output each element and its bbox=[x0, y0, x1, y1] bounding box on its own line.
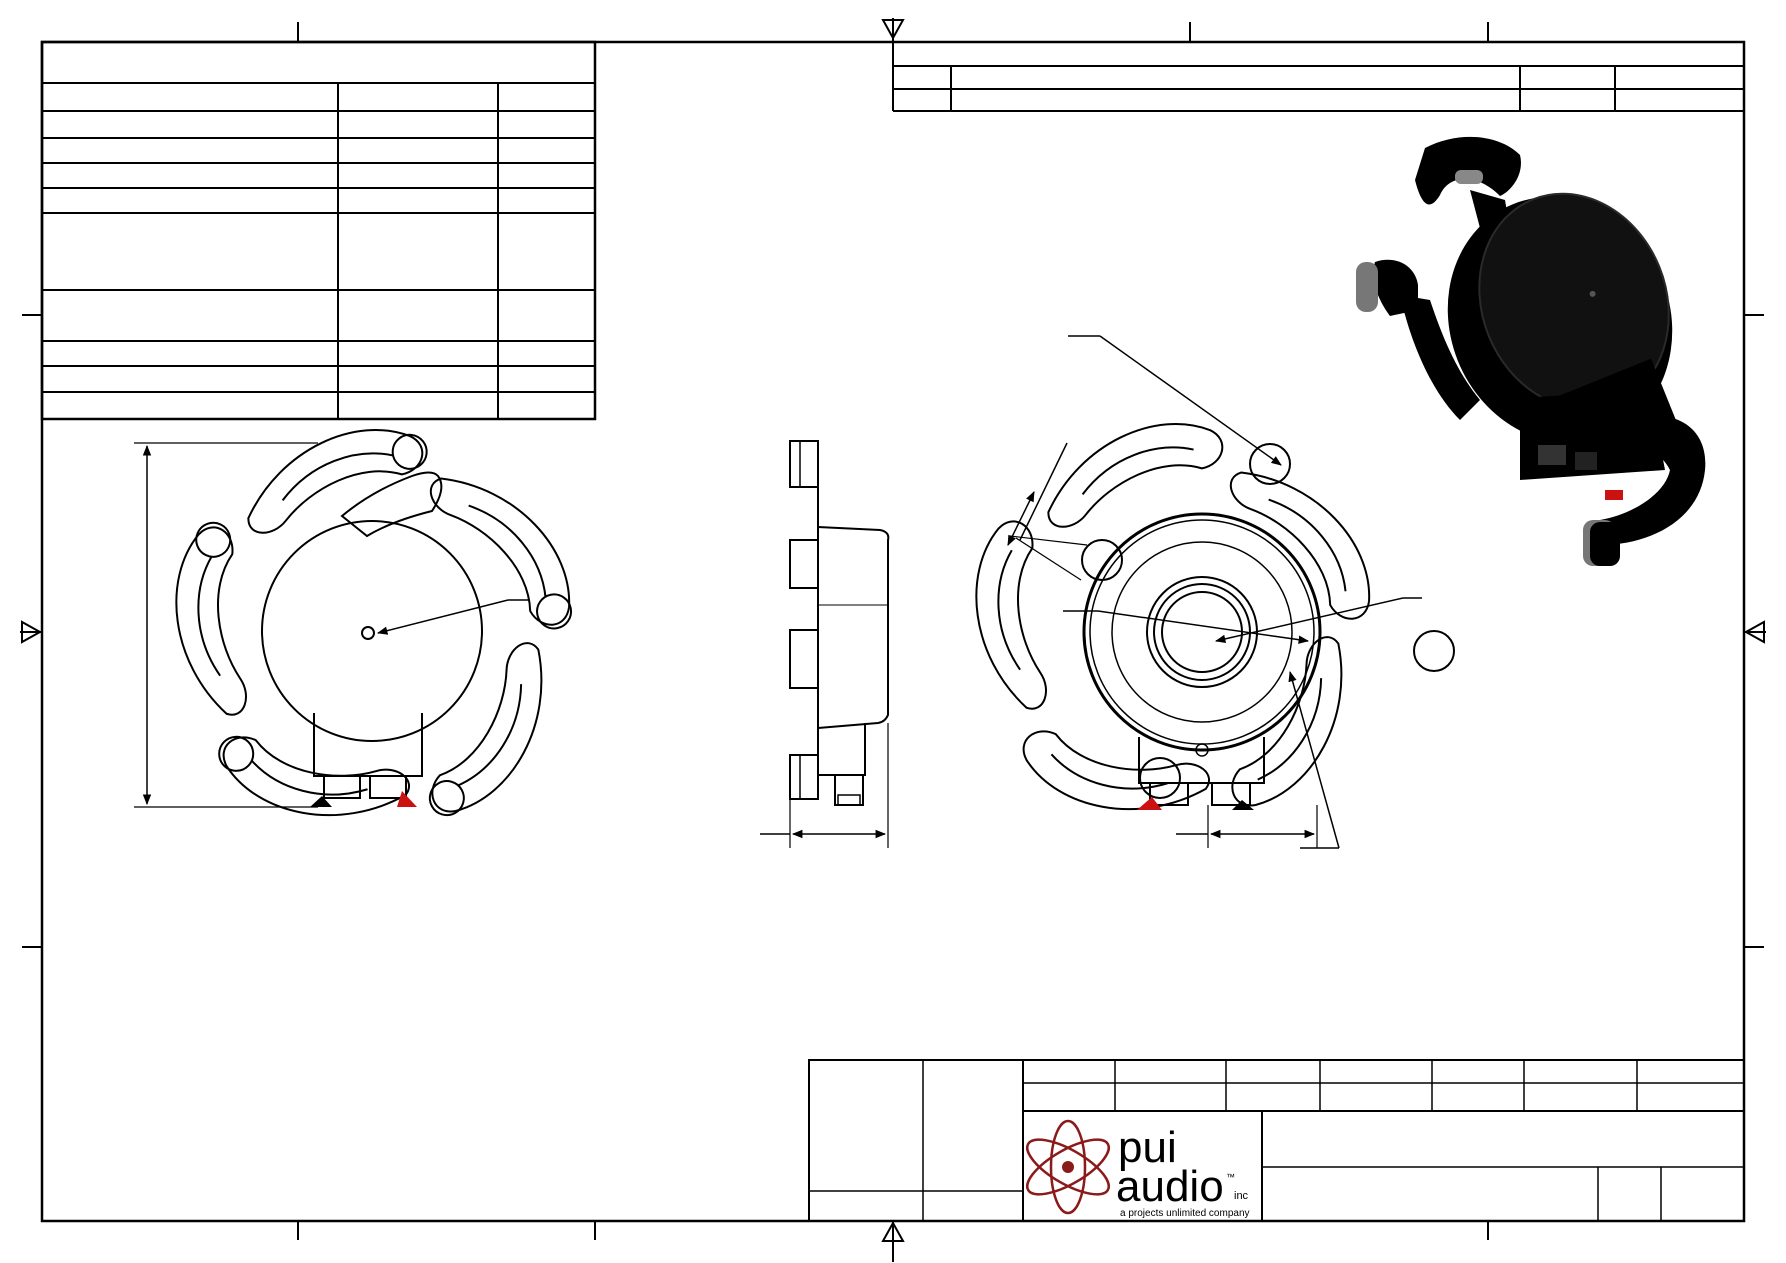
back-view bbox=[975, 423, 1455, 811]
specification-table bbox=[40, 40, 597, 421]
company-logo: pui audio ™ inc a projects unlimited com… bbox=[1026, 1119, 1250, 1219]
front-view-mount-arms bbox=[340, 471, 443, 538]
front-view-body bbox=[261, 520, 483, 742]
atom-icon bbox=[1026, 1119, 1110, 1215]
center-mark-right bbox=[1743, 620, 1766, 644]
back-view-mount-hole-4 bbox=[1139, 757, 1181, 799]
title-block bbox=[808, 1059, 1745, 1222]
front-view-dimensions bbox=[134, 442, 530, 808]
back-view-mount-hole-3 bbox=[1413, 630, 1455, 672]
centering-marks bbox=[20, 18, 1766, 1262]
arm-5 bbox=[175, 521, 248, 716]
front-view-terminal-housing bbox=[313, 713, 423, 777]
arm-2 bbox=[429, 477, 573, 630]
logo-word-pui: pui bbox=[1118, 1123, 1177, 1172]
back-view-terminal-red bbox=[1137, 797, 1162, 810]
logo-word-audio: audio bbox=[1116, 1162, 1224, 1211]
back-view-dimensions bbox=[1007, 335, 1422, 849]
side-view bbox=[760, 440, 890, 848]
logo-tagline: a projects unlimited company bbox=[1120, 1208, 1250, 1219]
front-view-terminal-black bbox=[310, 796, 332, 807]
front-view-terminal-red bbox=[397, 791, 417, 807]
arm-3 bbox=[428, 642, 543, 817]
front-view bbox=[175, 429, 573, 817]
back-view-body bbox=[1082, 512, 1322, 752]
back-view-terminal-black bbox=[1232, 800, 1254, 810]
front-view-center-vent bbox=[361, 626, 375, 640]
back-view-mount-hole-1 bbox=[1249, 443, 1291, 485]
isometric-render bbox=[1356, 136, 1706, 566]
arm-1 bbox=[247, 429, 428, 534]
revision-table bbox=[892, 42, 1744, 112]
center-mark-left bbox=[20, 620, 43, 644]
center-mark-bottom bbox=[881, 1220, 905, 1262]
logo-trademark: ™ bbox=[1226, 1172, 1235, 1182]
arm-4 bbox=[218, 735, 411, 817]
center-mark-top bbox=[881, 18, 905, 42]
logo-inc: inc bbox=[1234, 1190, 1249, 1202]
back-view-terminal-housing bbox=[1138, 737, 1265, 784]
